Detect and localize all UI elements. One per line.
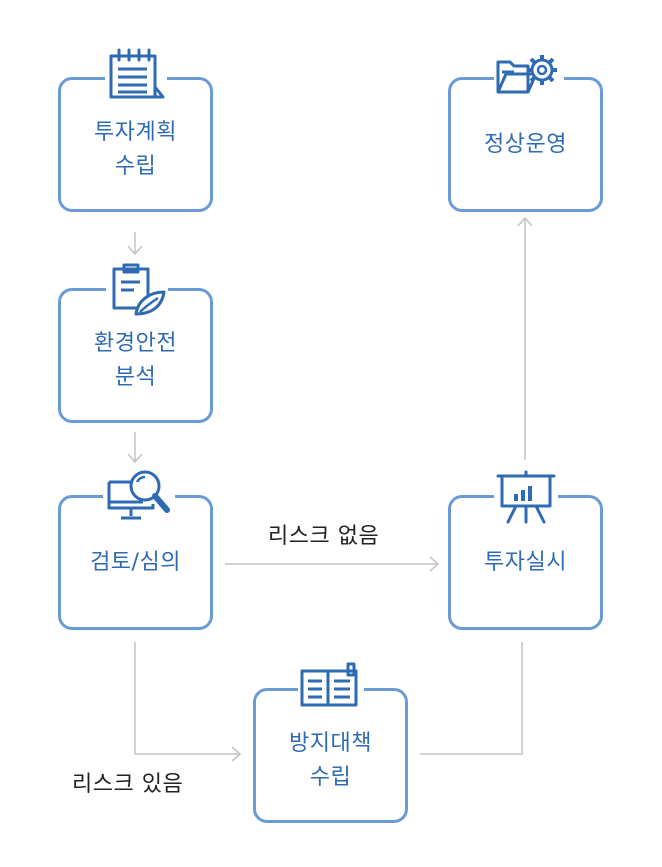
node-env-line2: 분석: [114, 364, 157, 390]
node-review-label: 검토/심의: [61, 498, 210, 627]
node-investment-plan-label: 투자계획 수립: [61, 80, 210, 209]
arrowhead-plan-to-env: [127, 245, 143, 256]
arrowhead-review-to-prevent: [231, 746, 242, 762]
edge-label-no-risk: 리스크 없음: [268, 524, 380, 549]
calendar-icon: [105, 47, 167, 103]
node-prevent-line1: 방지대책: [289, 730, 372, 756]
node-execute-label: 투자실시: [451, 498, 600, 627]
arrowhead-execute-to-operate: [517, 216, 533, 227]
node-operate-label: 정상운영: [451, 80, 600, 209]
node-plan-line1: 투자계획: [94, 119, 177, 145]
node-execute-line1: 투자실시: [484, 549, 567, 575]
clipboard-leaf-icon: [106, 262, 168, 318]
node-review-line1: 검토/심의: [90, 549, 181, 575]
node-review: 검토/심의: [58, 495, 213, 630]
arrowhead-review-to-execute: [429, 556, 440, 572]
line-prevent-to-execute: [420, 642, 523, 755]
node-env-line1: 환경안전: [94, 330, 177, 356]
node-prevent-line2: 수립: [309, 764, 352, 790]
folder-gear-icon: [494, 50, 564, 102]
arrow-review-to-prevent: [134, 642, 240, 755]
node-plan-line2: 수립: [114, 153, 157, 179]
open-book-icon: [298, 661, 364, 711]
edge-label-has-risk: 리스크 있음: [72, 772, 184, 797]
presentation-chart-icon: [494, 470, 558, 526]
node-operate-line1: 정상운영: [484, 131, 567, 157]
arrowhead-env-to-review: [127, 453, 143, 464]
node-prevent-label: 방지대책 수립: [256, 691, 405, 820]
node-env-safety-label: 환경안전 분석: [61, 291, 210, 420]
monitor-magnifier-icon: [103, 466, 175, 526]
